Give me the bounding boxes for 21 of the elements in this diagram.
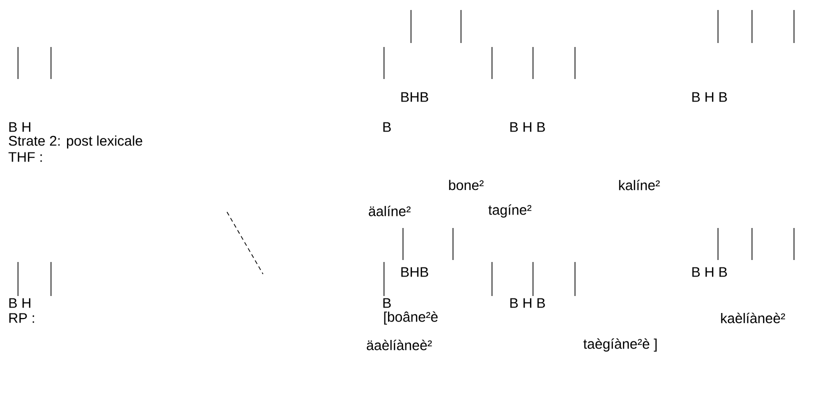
text-label: B H [9, 298, 30, 308]
text-label: B [383, 298, 391, 308]
text-label: BHB [401, 267, 428, 277]
text-label: taègíàne²è ] [583, 338, 657, 352]
text-label: B H B [692, 92, 727, 102]
text-label: kalíne² [619, 180, 660, 190]
text-label: tagíne² [488, 204, 532, 218]
text-label: B [383, 122, 391, 132]
text-label: Strate 2: post lexicale [8, 136, 142, 148]
text-label: B H [9, 122, 30, 132]
text-label: RP : [9, 313, 34, 323]
text-label: bone² [449, 180, 484, 190]
text-label: B H B [692, 267, 727, 277]
text-label: THF : [8, 152, 42, 162]
text-label: BHB [401, 92, 428, 102]
text-label: äalíne² [368, 206, 411, 216]
text-label: B H B [510, 298, 545, 308]
text-label: äaèlíàneè² [366, 340, 432, 350]
text-label: [boâne²è [384, 311, 438, 325]
text-label: B H B [510, 122, 545, 132]
text-label: kaèlíàneè² [721, 312, 786, 324]
